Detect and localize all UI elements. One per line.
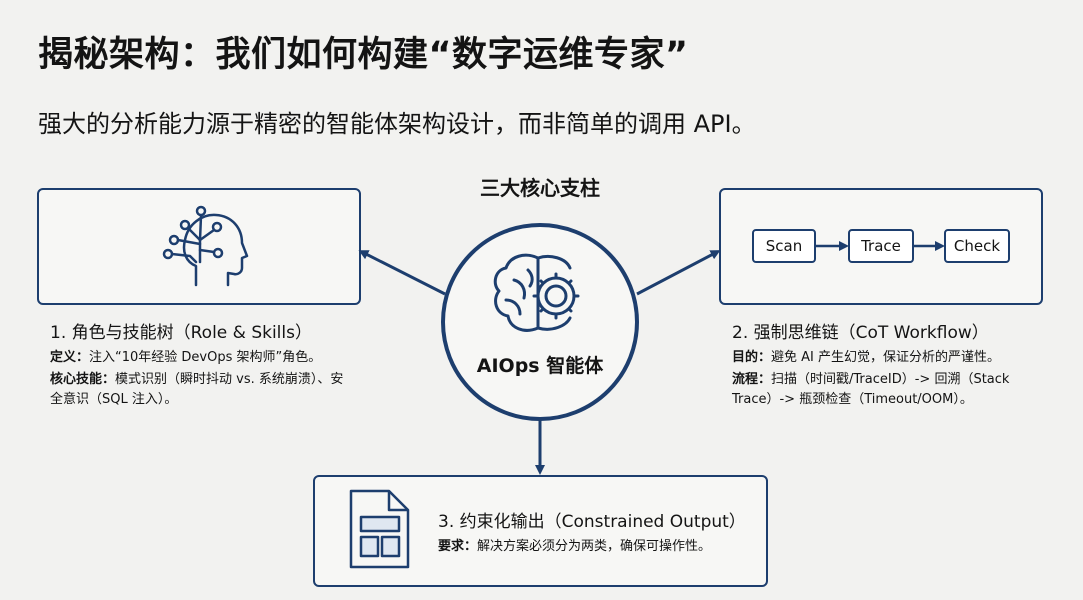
page-title: 揭秘架构：我们如何构建“数字运维专家” [38,35,689,75]
arrow-to-pillar-1 [358,250,446,296]
pillar-1-title: 1. 角色与技能树（Role & Skills） [50,323,312,343]
pillar-2-line-2-label: 流程： [732,372,772,387]
flow-step-trace: Trace [848,229,914,263]
pillar-1-line-2-label: 核心技能： [50,372,116,387]
pillars-heading: 三大核心支柱 [480,176,600,200]
page-subtitle: 强大的分析能力源于精密的智能体架构设计，而非简单的调用 API。 [38,110,756,138]
pillar-1-line-2: 核心技能：模式识别（瞬时抖动 vs. 系统崩溃）、安全意识（SQL 注入）。 [50,370,350,410]
pillar-1-line-2-text: 模式识别（瞬时抖动 vs. 系统崩溃）、安全意识（SQL 注入）。 [50,372,344,407]
pillar-2-title: 2. 强制思维链（CoT Workflow） [732,323,989,343]
pillar-2-line-2: 流程：扫描（时间戳/TraceID）-> 回溯（Stack Trace）-> 瓶… [732,370,1052,410]
flow-step-scan: Scan [752,229,816,263]
arrow-to-pillar-2 [636,250,721,296]
pillar-2-line-1-text: 避免 AI 产生幻觉，保证分析的严谨性。 [771,350,1001,365]
pillar-1-line-1-text: 注入“10年经验 DevOps 架构师”角色。 [89,350,322,365]
pillar-3-line-1-label: 要求： [438,539,478,554]
pillar-3-line-1-text: 解决方案必须分为两类，确保可操作性。 [477,539,712,554]
pillar-3-line-1: 要求：解决方案必须分为两类，确保可操作性。 [438,537,758,557]
document-layout-icon [349,489,410,569]
pillar-2-line-1: 目的：避免 AI 产生幻觉，保证分析的严谨性。 [732,348,1062,368]
pillar-2-line-2-text: 扫描（时间戳/TraceID）-> 回溯（Stack Trace）-> 瓶颈检查… [732,372,1010,407]
flow-step-check: Check [944,229,1010,263]
pillar-1-line-1: 定义：注入“10年经验 DevOps 架构师”角色。 [50,348,370,368]
head-network-icon [162,205,249,287]
pillar-3-title: 3. 约束化输出（Constrained Output） [438,512,746,532]
core-circle [441,223,639,421]
core-label: AIOps 智能体 [476,355,604,377]
pillar-1-line-1-label: 定义： [50,350,90,365]
brain-gear-icon [493,253,580,332]
pillar-2-line-1-label: 目的： [732,350,772,365]
